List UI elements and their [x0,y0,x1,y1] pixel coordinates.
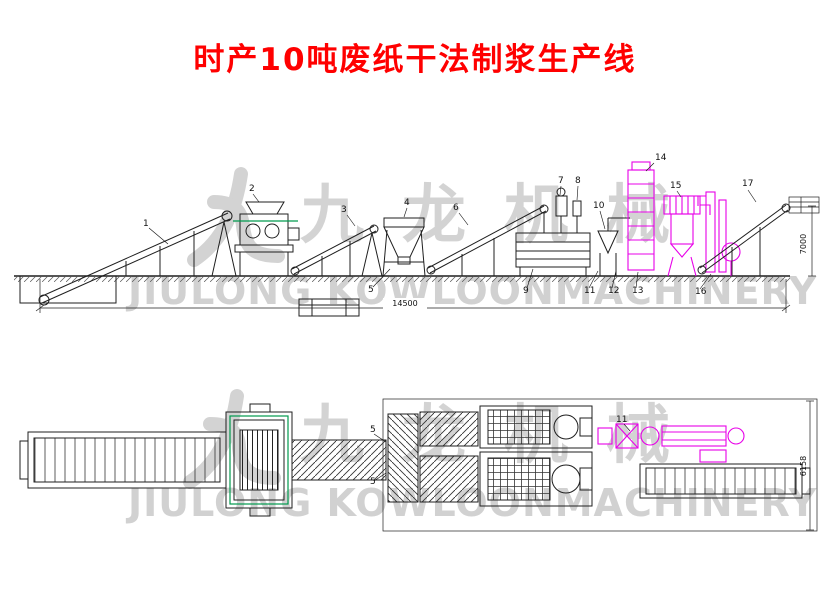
equipment-label-9: 9 [523,286,529,296]
dimension-lines-plan [806,400,814,531]
equipment-label-4: 4 [404,198,410,208]
equipment-label-14: 14 [655,153,667,163]
equipment-label-3: 3 [341,205,347,215]
plan-shredder [225,403,293,517]
equipment-label-10: 10 [593,201,605,211]
equipment-label-1: 1 [143,219,149,229]
equipment-label-2: 2 [249,184,255,194]
plan-view [19,398,818,532]
dim-height-7000: 7000 [799,234,808,254]
separator-15 [663,195,711,277]
plan-conveyor-right [639,463,811,499]
ground-line [14,275,790,317]
equipment-label-5: 5 [368,285,374,295]
plan-label-5a: 5 [370,425,376,435]
page-title: 时产10吨废纸干法制浆生产线 [193,42,637,78]
plan-conveyor-left [19,431,227,489]
pulping-tower-14 [627,161,655,271]
jiulong-logo [186,166,286,274]
equipment-label-8: 8 [575,176,581,186]
cyclone-10-13 [597,217,630,276]
dim-length-14500: 14500 [392,299,417,308]
plan-transfer-column [387,413,419,503]
plan-chevron-conveyor-b-upper [419,411,479,447]
inclined-conveyor-17 [697,203,791,276]
equipment-label-13: 13 [632,286,643,296]
screen-9 [515,232,591,276]
elevation-view [14,161,820,317]
leader-lines [148,162,757,482]
plan-chevron-conveyor-b-lower [419,455,479,503]
equipment-label-12: 12 [608,286,619,296]
equipment-label-16: 16 [695,287,707,297]
inclined-conveyor-6 [426,204,549,276]
equipment-label-11: 11 [584,286,595,296]
dim-width-6158: 6158 [799,456,808,476]
plan-machine-upper [479,405,593,449]
equipment-label-15: 15 [670,181,681,191]
plan-machine-lower [479,451,593,507]
plan-chevron-conveyor-a [291,439,387,481]
equipment-label-7: 7 [558,176,564,186]
plan-label-5b: 5 [370,477,376,487]
shredder-2 [233,201,300,276]
hopper-4 [382,217,426,277]
labels-and-dims: 1 2 3 4 5 6 7 8 9 10 11 12 13 14 15 16 1… [143,153,808,487]
equipment-label-17: 17 [742,179,753,189]
spec-table [788,196,820,214]
inclined-conveyor-3 [290,224,383,277]
equipment-label-6: 6 [453,203,459,213]
inclined-conveyor-1 [38,210,237,306]
plan-label-11: 11 [616,415,627,425]
plan-magenta-equipment [597,423,745,463]
